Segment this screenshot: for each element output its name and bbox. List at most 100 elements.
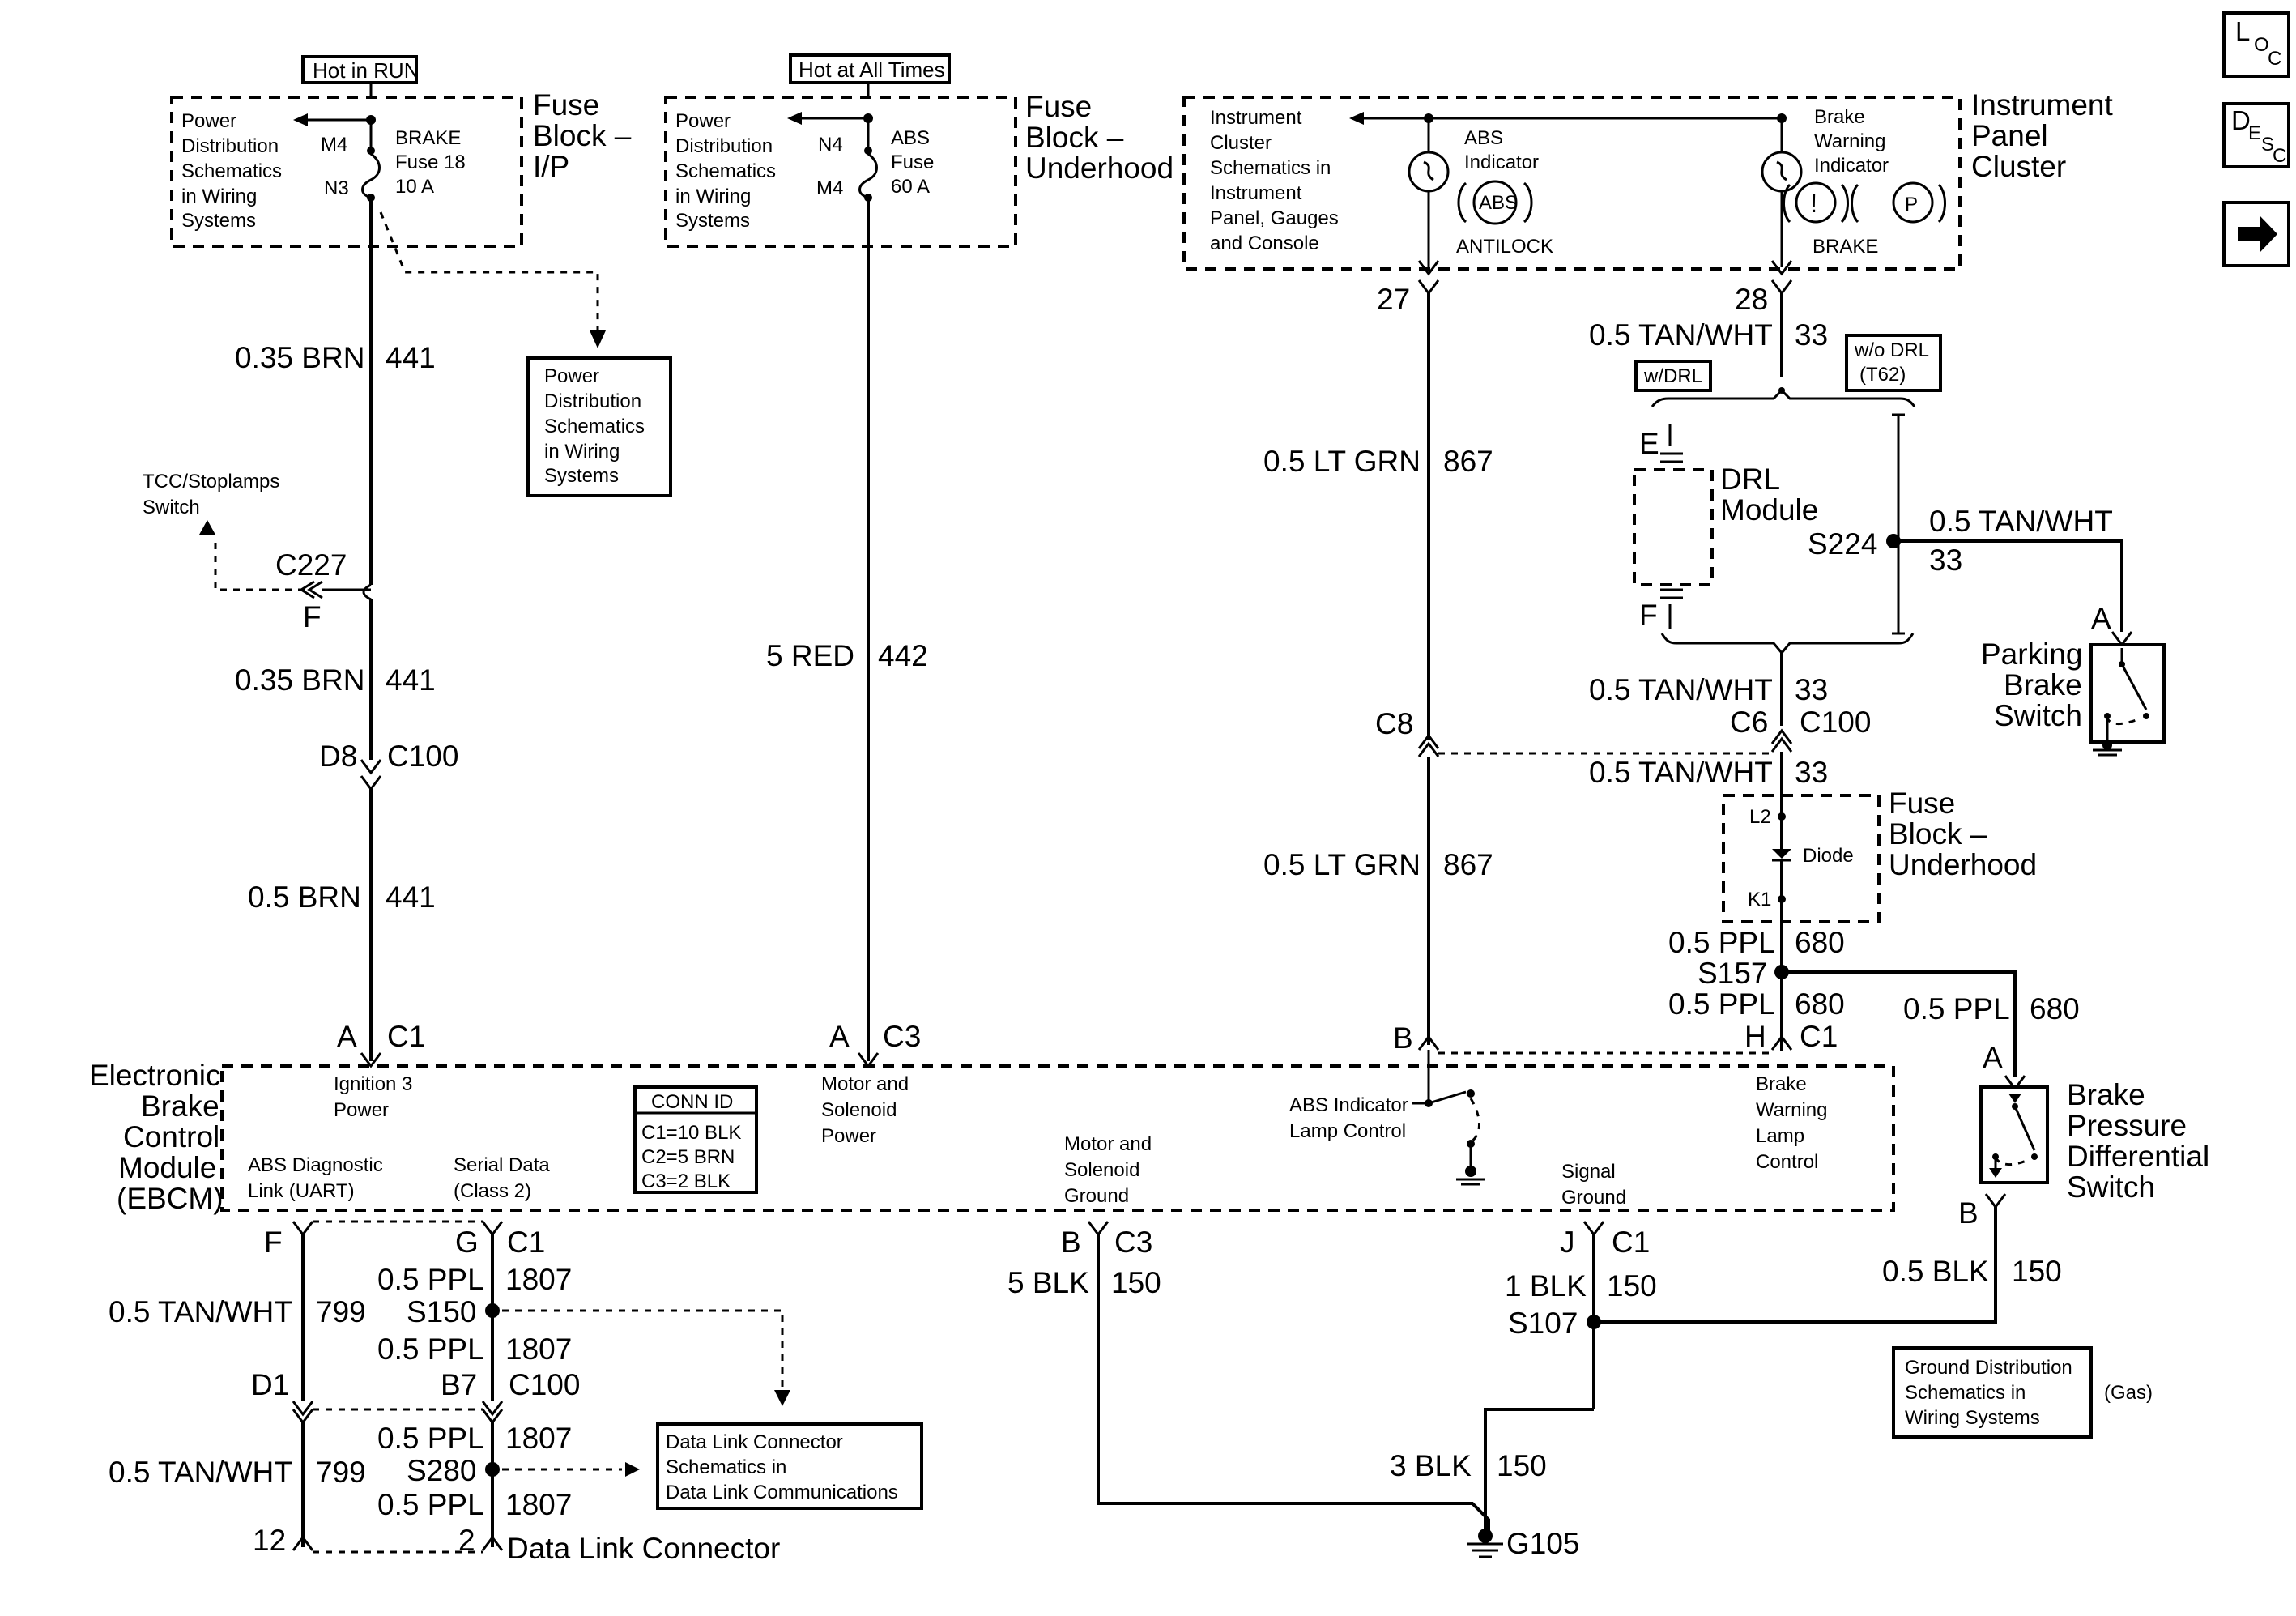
loc-icon[interactable]: L O C	[2222, 11, 2290, 78]
ground-icon	[2093, 740, 2122, 757]
connector-c6: C6	[1730, 706, 1768, 739]
wire-circuit: 1807	[505, 1488, 572, 1521]
svg-text:(Class 2): (Class 2)	[454, 1180, 531, 1202]
wire-circuit: 442	[878, 639, 928, 672]
wire-circuit: 680	[2030, 992, 2080, 1025]
circuit-33: 0.5 TAN/WHT 33 w/DRL w/o DRL (T62) E DRL…	[1589, 293, 2123, 795]
svg-text:Fuse: Fuse	[891, 151, 934, 173]
with-drl-label: w/DRL	[1643, 365, 1702, 387]
wire-circuit: 441	[386, 663, 436, 697]
splice-s150: S150	[407, 1295, 476, 1328]
tcc-stoplamps-branch: TCC/Stoplamps Switch C227 F	[143, 471, 371, 633]
circuit-680: 0.5 PPL 680 S157 0.5 PPL 680 0.5 PPL 680	[1668, 922, 2080, 1077]
terminal-m4: M4	[816, 177, 843, 199]
svg-text:Warning: Warning	[1814, 130, 1885, 152]
pin-b7: B7	[441, 1368, 477, 1401]
svg-text:Brake: Brake	[141, 1089, 219, 1123]
block-name: Fuse	[1889, 787, 1955, 820]
wire-gauge: 0.5 PPL	[1668, 926, 1775, 959]
ground-g105-label: G105	[1506, 1527, 1580, 1560]
splice-s157: S157	[1698, 957, 1767, 990]
pin-2: 2	[458, 1524, 475, 1557]
terminal-m4: M4	[321, 134, 347, 156]
wire-circuit: 1807	[505, 1422, 572, 1455]
svg-text:Fuse 18: Fuse 18	[395, 151, 466, 173]
wire-gauge: 0.35 BRN	[235, 341, 364, 374]
wire-circuit: 867	[1443, 445, 1493, 478]
terminal-n3: N3	[324, 177, 349, 199]
wire-gauge: 0.5 LT GRN	[1263, 848, 1421, 881]
wire-circuit: 799	[316, 1456, 366, 1489]
splice-s224: S224	[1808, 527, 1877, 561]
wire-gauge: 1 BLK	[1505, 1269, 1587, 1303]
conn-id-title: CONN ID	[651, 1091, 733, 1113]
ignition-3-power-label: Ignition 3	[334, 1073, 412, 1095]
connector-c100: C100	[387, 740, 458, 773]
pin-b: B	[1061, 1226, 1081, 1259]
pin-b: B	[1958, 1196, 1979, 1230]
svg-text:Control: Control	[1756, 1151, 1818, 1173]
fuse-block-ip: Hot in RUN Power Distribution Schematics…	[170, 55, 632, 348]
wire-gauge: 0.5 TAN/WHT	[1589, 318, 1773, 352]
wire-gauge: 5 RED	[766, 639, 854, 672]
svg-text:Schematics: Schematics	[181, 160, 282, 182]
pin-28: 28	[1735, 283, 1768, 316]
svg-text:Data Link Connector: Data Link Connector	[666, 1431, 843, 1453]
serial-data-label: Serial Data	[454, 1154, 550, 1176]
desc-icon[interactable]: D E S C	[2222, 102, 2290, 168]
svg-text:Module: Module	[1720, 493, 1818, 527]
wire-circuit: 799	[316, 1295, 366, 1328]
splice-s107: S107	[1508, 1307, 1578, 1340]
connector-c3: C3	[883, 1020, 921, 1053]
wire-circuit: 441	[386, 341, 436, 374]
svg-text:Pressure: Pressure	[2067, 1109, 2187, 1142]
wire-gauge: 0.5 LT GRN	[1263, 445, 1421, 478]
circuit-799-1807: F G C1 0.5 TAN/WHT 799 0.5 PPL 1807 S150…	[109, 1220, 790, 1565]
ebcm-label: Electronic	[89, 1059, 220, 1092]
wire-gauge: 0.5 PPL	[377, 1488, 484, 1521]
wire-circuit: 150	[1111, 1266, 1161, 1299]
svg-text:Warning: Warning	[1756, 1099, 1827, 1121]
brake-lamp-icon: ! P	[1783, 181, 1946, 224]
svg-text:Block –: Block –	[533, 119, 632, 152]
svg-text:Indicator: Indicator	[1464, 151, 1539, 173]
svg-text:Distribution: Distribution	[675, 135, 773, 157]
wire-circuit: 33	[1795, 756, 1828, 789]
terminal-n4: N4	[818, 134, 843, 156]
tcc-stoplamps-label: TCC/Stoplamps	[143, 471, 279, 492]
wire-gauge: 0.5 TAN/WHT	[1589, 673, 1773, 706]
svg-text:Cluster: Cluster	[1971, 150, 2066, 183]
brake-warning-lamp-control-label: Brake	[1756, 1073, 1807, 1095]
right-arrow-icon[interactable]	[2222, 201, 2290, 267]
wire-gauge: 0.5 TAN/WHT	[1589, 756, 1773, 789]
wire-gauge: 0.35 BRN	[235, 663, 364, 697]
svg-text:Panel, Gauges: Panel, Gauges	[1210, 207, 1339, 229]
abs-indicator-lamp-control-label: ABS Indicator	[1289, 1094, 1408, 1116]
terminal-k1: K1	[1748, 889, 1771, 910]
data-link-connector-label: Data Link Connector	[507, 1532, 780, 1565]
svg-text:in Wiring: in Wiring	[181, 185, 257, 207]
svg-text:Ground: Ground	[1561, 1187, 1626, 1209]
brake-pressure-differential-switch: A Brake Pressure Differential Switch B 0…	[1594, 1041, 2209, 1324]
pin-a: A	[1983, 1041, 2003, 1074]
signal-ground-label: Signal	[1561, 1161, 1616, 1183]
svg-text:Wiring Systems: Wiring Systems	[1905, 1407, 2040, 1429]
svg-text:C2=5 BRN: C2=5 BRN	[641, 1146, 735, 1168]
instrument-panel-cluster: Instrument Cluster Schematics in Instrum…	[1182, 88, 2114, 316]
hot-in-run-label: Hot in RUN	[313, 58, 419, 83]
power-distribution-text: Power Distribution Schematics in Wiring …	[181, 110, 282, 232]
loc-letter-l: L	[2235, 16, 2250, 46]
svg-text:Systems: Systems	[181, 210, 256, 232]
pin-a: A	[829, 1020, 850, 1053]
svg-text:I/P: I/P	[533, 150, 569, 183]
pin-h: H	[1744, 1020, 1766, 1053]
desc-letter-s: S	[2261, 134, 2274, 156]
svg-text:Link (UART): Link (UART)	[248, 1180, 355, 1202]
wire-gauge: 0.5 BRN	[248, 880, 361, 914]
svg-text:Ground Distribution: Ground Distribution	[1905, 1357, 2072, 1379]
svg-text:Power: Power	[675, 110, 731, 132]
motor-solenoid-ground-label: Motor and	[1064, 1133, 1152, 1155]
pin-27: 27	[1377, 283, 1410, 316]
svg-text:Indicator: Indicator	[1814, 155, 1889, 177]
pin-b: B	[1393, 1021, 1413, 1055]
